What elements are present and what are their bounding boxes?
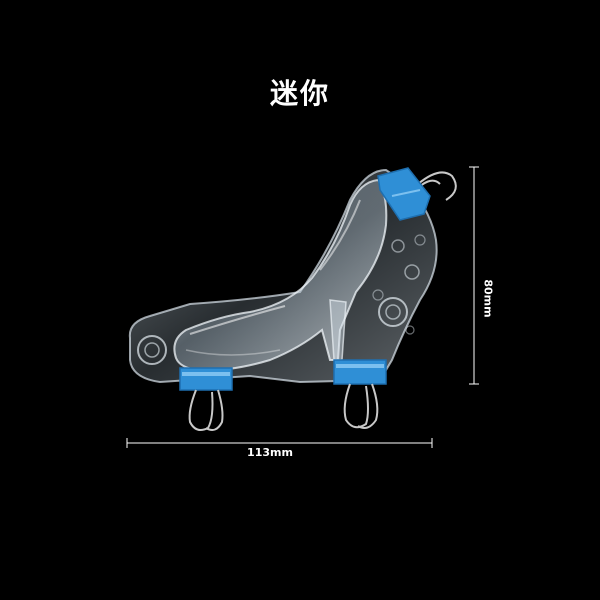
width-label: 113mm: [247, 446, 293, 459]
binder-clip-left: [179, 367, 233, 431]
binder-clip-right: [333, 359, 387, 429]
width-dimension-line: [126, 438, 433, 448]
product-title: 迷你: [269, 77, 330, 110]
height-dimension-line: [469, 166, 479, 385]
height-label: 80mm: [481, 279, 495, 318]
binder-clip-top: [377, 167, 457, 221]
